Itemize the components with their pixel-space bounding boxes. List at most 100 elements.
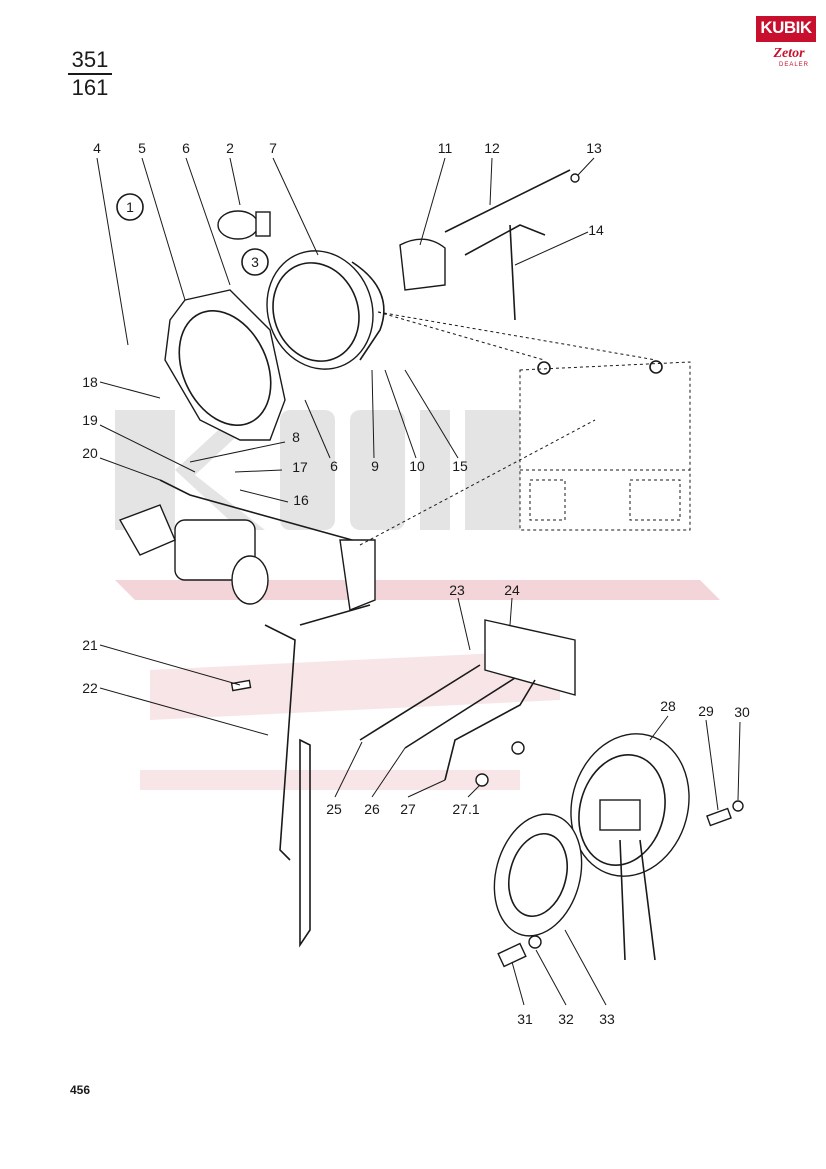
headlamp-assembly [164, 210, 446, 441]
pin-21 [230, 679, 252, 692]
leader-28 [649, 715, 669, 741]
logo-brand: KUBIK [760, 18, 812, 37]
cab-lamp-mount-left [537, 361, 551, 375]
headlamp-glass [272, 262, 360, 362]
wiper-blade [299, 738, 311, 948]
label-17: 17 [292, 459, 308, 475]
label-10: 10 [409, 458, 425, 474]
wiper-arm-22 [264, 624, 296, 861]
label-5: 5 [138, 140, 146, 156]
headlamp-mounting-ring [164, 289, 286, 441]
leader-18 [99, 381, 161, 399]
label-31: 31 [517, 1011, 533, 1027]
wire-14-drop [509, 224, 516, 321]
leader-lines [96, 157, 741, 1006]
label-13: 13 [586, 140, 602, 156]
label-14: 14 [588, 222, 604, 238]
wire-12 [444, 169, 571, 233]
callout-circle-3 [241, 248, 269, 276]
watermark-red-bar [115, 580, 720, 600]
leader-33 [564, 929, 607, 1006]
wiper-arm-blade [230, 624, 311, 948]
fan-inner-ring [578, 754, 666, 866]
label-32: 32 [558, 1011, 574, 1027]
watermark-red-script [150, 650, 560, 720]
leader-20 [99, 457, 161, 481]
watermark [115, 410, 720, 790]
washer-32 [528, 935, 542, 949]
leader-23 [457, 597, 471, 651]
leader-27-1 [467, 784, 481, 798]
fan-cover-inner [508, 832, 568, 918]
cab-lamp-mount-right [649, 360, 663, 374]
label-2: 2 [226, 140, 234, 156]
label-20: 20 [82, 445, 98, 461]
leader-17 [234, 469, 283, 473]
grommet-27-1 [475, 773, 489, 787]
leader-12 [489, 157, 493, 206]
label-28: 28 [660, 698, 676, 714]
wiper-motor-body [174, 519, 256, 581]
fan-assembly [493, 733, 744, 968]
kubik-zetor-logo: KUBIK Zetor DEALER [756, 16, 816, 70]
leader-2 [229, 157, 241, 206]
label-27-1: 27.1 [452, 801, 479, 817]
bracket-and-wires [359, 619, 576, 787]
leader-4 [96, 157, 129, 346]
watermark-letter-k2 [465, 410, 520, 530]
callout-1: 1 [126, 199, 134, 215]
wiper-to-cab-leader [359, 419, 596, 546]
wiper-pivot-bracket [339, 539, 376, 611]
label-29: 29 [698, 703, 714, 719]
leader-11 [419, 157, 446, 246]
leader-10 [384, 369, 417, 459]
wiper-motor-fan [231, 555, 269, 605]
headlamp-housing-back [351, 261, 385, 361]
leader-6b [304, 399, 331, 459]
wire-14-branch [464, 224, 546, 256]
label-21: 21 [82, 637, 98, 653]
headlamp-bulb [217, 210, 259, 240]
wiring-harness-12-14 [444, 169, 580, 321]
leader-30 [737, 721, 741, 801]
label-16: 16 [293, 492, 309, 508]
leader-7 [272, 157, 319, 256]
lamp-cover-11 [399, 238, 446, 291]
bulb-base [255, 211, 271, 237]
label-24: 24 [504, 582, 520, 598]
part-number-labels: 1 3 4 5 6 2 7 11 12 13 14 18 19 20 8 17 … [82, 140, 750, 1027]
lamp-mount-leaders [377, 311, 657, 361]
wiper-shaft [299, 604, 371, 626]
label-30: 30 [734, 704, 750, 720]
washer-30 [732, 800, 744, 812]
watermark-letter-b [350, 410, 405, 530]
logo-sub-brand: Zetor [773, 46, 805, 61]
wire-27 [444, 679, 536, 781]
wiper-motor-gearbox [118, 504, 176, 556]
leader-27 [407, 779, 446, 798]
label-25: 25 [326, 801, 342, 817]
cab-window-left [529, 479, 566, 521]
group-code: 351 161 [68, 48, 112, 100]
logo-dealer: DEALER [778, 62, 809, 68]
label-8: 8 [292, 429, 300, 445]
page-number: 456 [70, 1083, 91, 1097]
leader-13 [577, 157, 595, 176]
wiper-linkage-16 [159, 479, 371, 546]
label-19: 19 [82, 412, 98, 428]
leader-14 [514, 231, 589, 266]
label-6b: 6 [330, 458, 338, 474]
cab-outline [377, 311, 691, 531]
watermark-letter-u [280, 410, 335, 530]
label-12: 12 [484, 140, 500, 156]
callout-3: 3 [251, 254, 259, 270]
leader-25 [334, 741, 363, 798]
leader-15 [404, 369, 459, 459]
wire-25 [359, 664, 481, 741]
watermark-letter-k-arm [175, 410, 265, 530]
label-23: 23 [449, 582, 465, 598]
label-11: 11 [438, 140, 453, 156]
leader-19 [99, 424, 196, 473]
terminal-13 [570, 173, 580, 183]
